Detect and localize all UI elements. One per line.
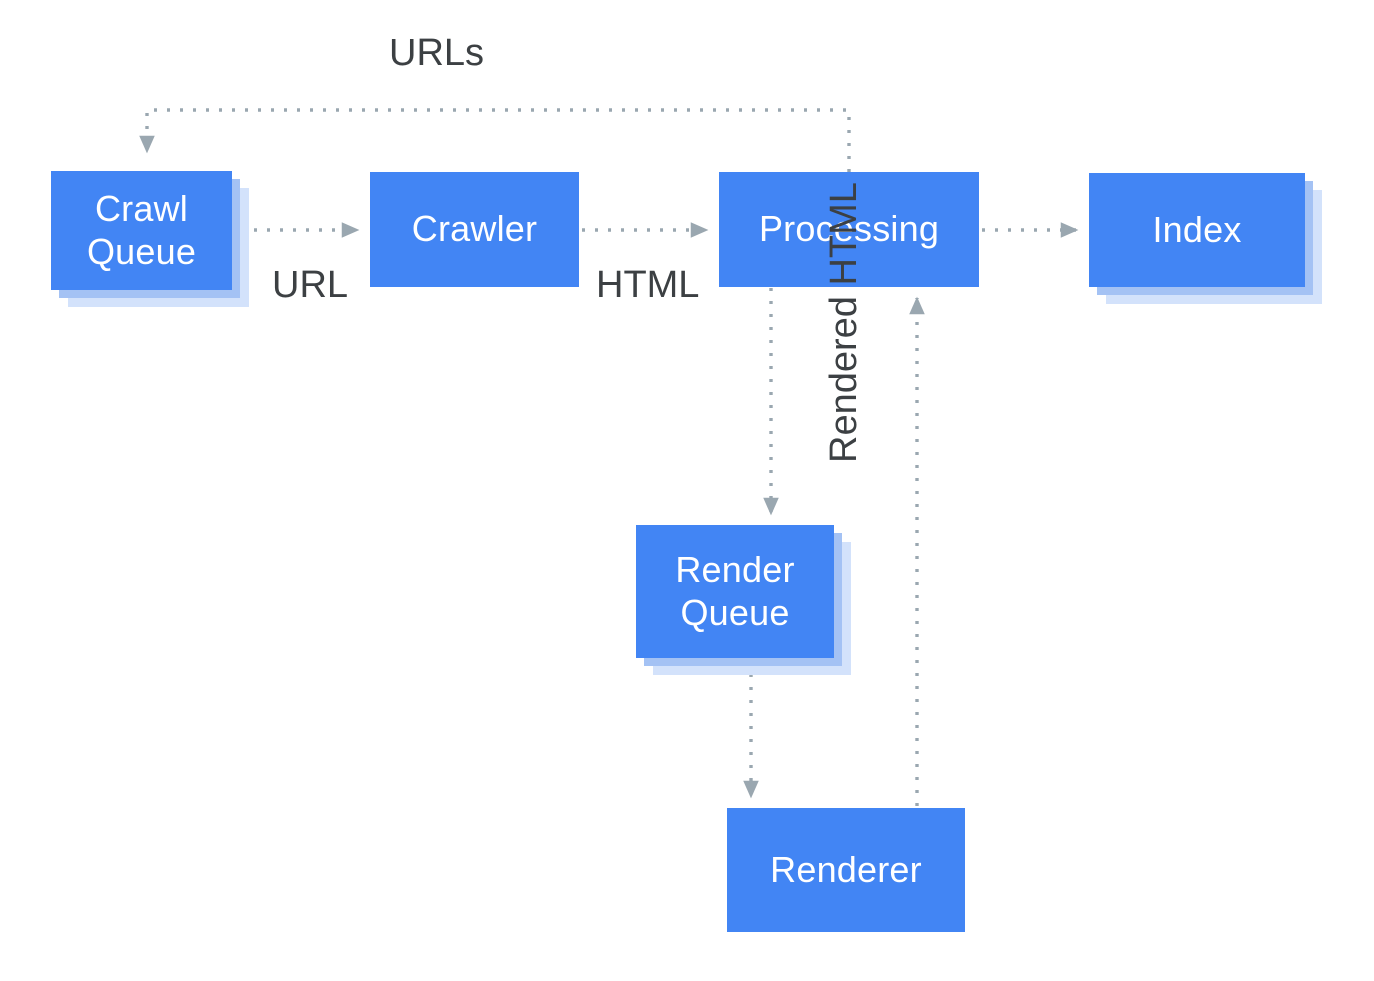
node-face: Crawl Queue [51,171,232,290]
edge-label-url: URL [272,264,349,306]
edge-label-rendered-html: Rendered HTML [823,182,865,463]
node-label: Processing [758,208,940,250]
node-crawl-queue[interactable]: Crawl Queue [51,171,249,307]
node-render-queue[interactable]: Render Queue [636,525,851,675]
edge-label-html: HTML [596,264,700,306]
node-label-line2: Queue [680,591,790,633]
edge-urls [139,108,851,172]
node-label-line1: Crawl [94,188,188,230]
node-face: Index [1089,173,1305,287]
node-crawler[interactable]: Crawler [370,172,579,287]
node-face: Render Queue [636,525,834,658]
node-processing[interactable]: Processing [719,172,979,287]
node-face: Crawler [370,172,579,287]
node-label-line2: Queue [86,230,197,272]
edge-label-urls: URLs [389,32,485,74]
node-label: Index [1152,208,1242,250]
node-label: Renderer [770,848,922,890]
node-face: Renderer [727,808,965,932]
node-label: Crawler [411,208,538,250]
node-label-line1: Render [675,549,795,591]
node-renderer[interactable]: Renderer [727,808,965,932]
node-index[interactable]: Index [1089,173,1322,304]
node-face: Processing [719,172,979,287]
